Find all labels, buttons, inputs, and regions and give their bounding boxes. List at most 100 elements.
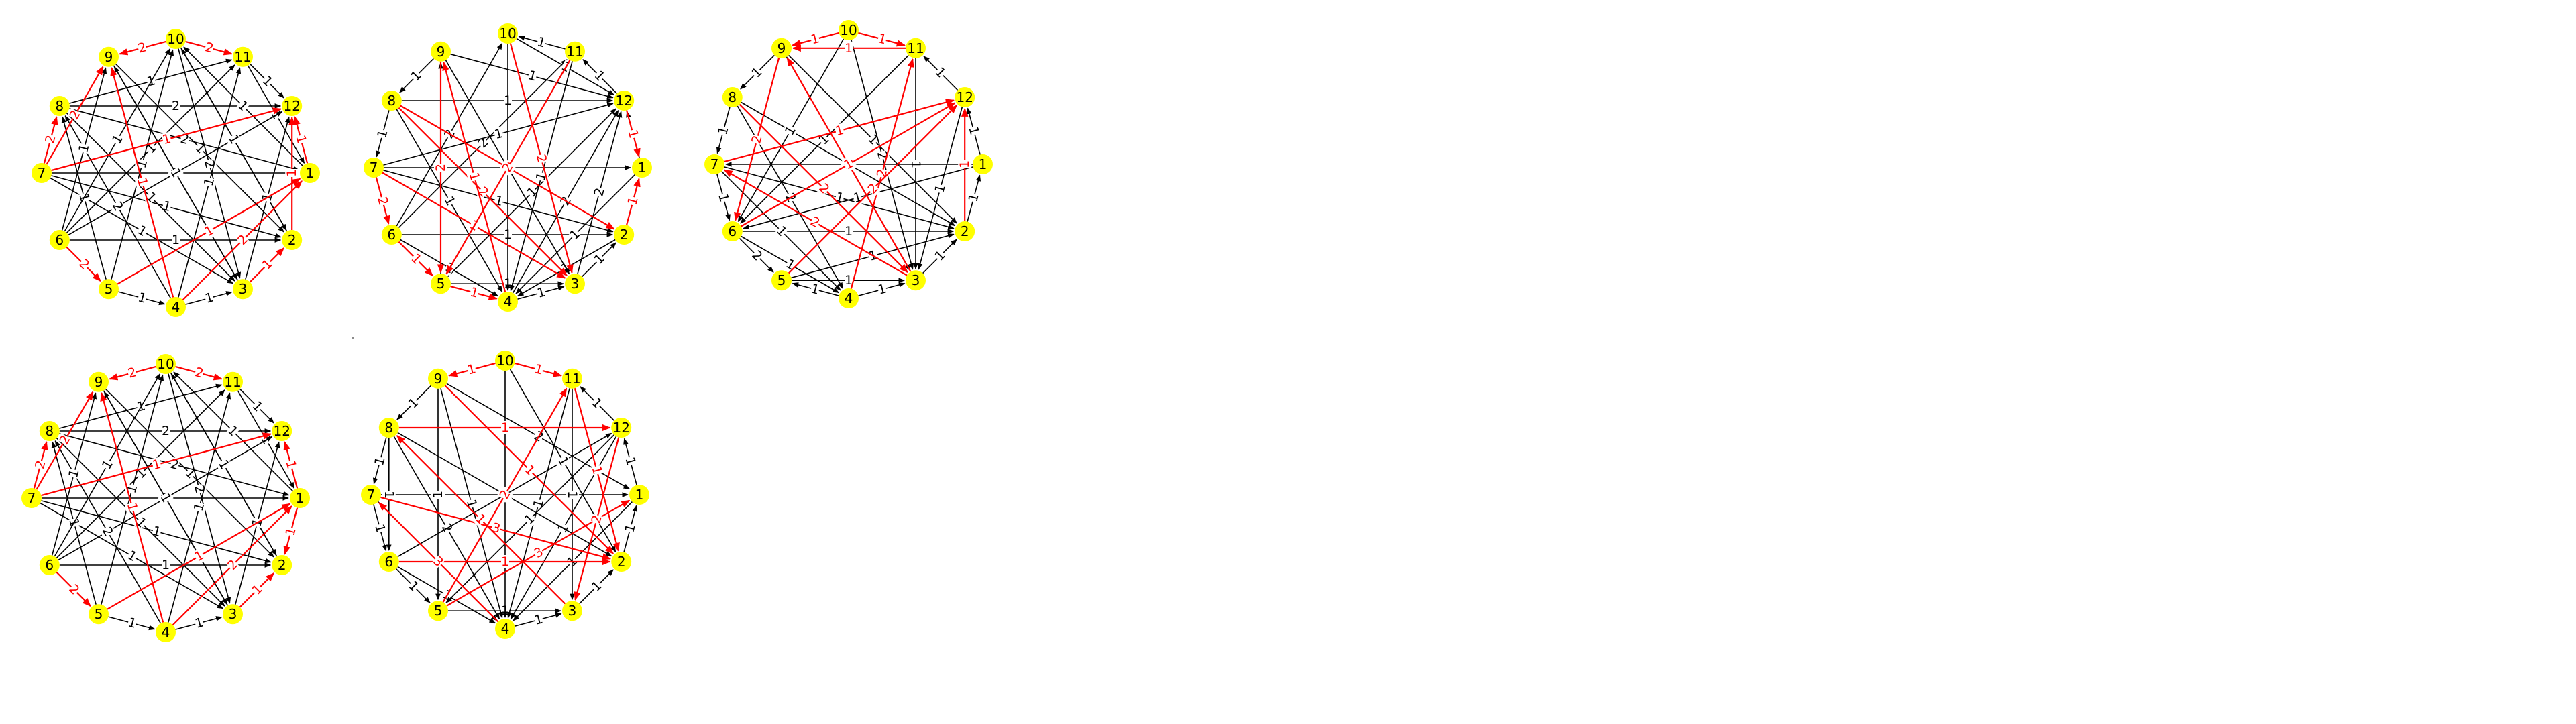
edge-label-bg: [589, 514, 604, 525]
node-1: [629, 485, 649, 505]
node-label-3: 3: [571, 276, 580, 292]
edge-label-bg: [293, 133, 309, 145]
edge-label-bg: [126, 615, 138, 631]
edge-weight-label: 2: [533, 153, 549, 164]
edge-weight-label: 1: [876, 281, 888, 297]
node-5: [771, 270, 792, 291]
edge-label-bg: [225, 557, 241, 573]
edge-weight-label: 1: [134, 176, 150, 188]
edge-weight-label: 2: [109, 199, 126, 213]
edge-weight-label: 1: [193, 615, 205, 631]
graphs-layer: 1111111211121111121211111111212111222211…: [21, 20, 993, 642]
edge-label-bg: [845, 274, 853, 288]
node-1: [973, 154, 993, 174]
edge-label-bg: [749, 65, 765, 80]
edge-label-bg: [135, 223, 150, 239]
edge-weight-label: 1: [965, 125, 981, 136]
edge-label-bg: [493, 126, 504, 142]
node-label-5: 5: [434, 603, 443, 619]
node-label-9: 9: [777, 40, 786, 56]
edge-label-bg: [124, 501, 140, 513]
graph-2: 1111111121111112211112111221112222111121…: [364, 23, 652, 312]
edge-weight-label: 1: [531, 498, 547, 509]
edge-label-bg: [151, 457, 162, 473]
edge-label-bg: [66, 468, 82, 479]
edge-label-bg: [533, 612, 545, 627]
edge-label-bg: [555, 454, 572, 469]
edge-label-bg: [215, 457, 232, 472]
node-8: [378, 418, 399, 438]
graph-3: 1111112111211111121112111111221212211111…: [704, 20, 993, 308]
edge-weight-label: 1: [625, 128, 641, 139]
node-label-2: 2: [620, 227, 629, 243]
node-1: [290, 488, 310, 508]
edge-weight-label: 1: [172, 233, 180, 247]
edge-weight-label: 1: [382, 491, 396, 499]
edge-weight-label: 1: [845, 41, 853, 56]
node-label-7: 7: [370, 160, 378, 176]
edge-label-bg: [193, 615, 205, 631]
edge-weight-label: 1: [493, 126, 504, 142]
edge-weight-label: 1: [501, 554, 509, 569]
edge-label-bg: [535, 35, 547, 50]
edge-label-bg: [784, 257, 798, 273]
node-label-11: 11: [566, 44, 583, 60]
node-label-2: 2: [278, 557, 286, 573]
node-6: [378, 552, 399, 572]
node-label-1: 1: [296, 490, 305, 506]
node-8: [381, 90, 402, 111]
node-7: [32, 163, 52, 183]
graph-4: 1111111211121111121211111111212111122221…: [21, 354, 310, 642]
edge-label-bg: [193, 365, 205, 381]
edge-weight-label: 1: [565, 491, 580, 499]
edge-label-bg: [99, 457, 116, 472]
node-label-11: 11: [224, 374, 241, 390]
edge-weight-label: 1: [66, 468, 82, 479]
edge-weight-label: 1: [136, 290, 148, 306]
edge-label-bg: [845, 41, 853, 55]
edge-label-bg: [372, 522, 388, 534]
edge-weight-label: 1: [124, 501, 140, 513]
edge-label-bg: [845, 225, 853, 238]
edge-weight-label: 1: [622, 522, 638, 534]
edge-label-bg: [589, 579, 604, 594]
edge-label-bg: [592, 186, 607, 198]
edge-label-bg: [76, 143, 92, 154]
node-label-7: 7: [367, 487, 376, 503]
edge-weight-label: 2: [588, 514, 604, 525]
node-9: [89, 371, 109, 392]
node-6: [722, 221, 743, 241]
node-4: [166, 297, 186, 317]
edge-label-bg: [235, 232, 251, 248]
edge-weight-label: 1: [715, 125, 731, 136]
edge-label-bg: [473, 511, 488, 527]
edge-label-bg: [250, 582, 265, 597]
edge-label-bg: [158, 491, 174, 505]
edge-weight-label: 2: [749, 134, 765, 145]
node-label-1: 1: [979, 156, 987, 172]
node-label-8: 8: [387, 93, 396, 109]
node-label-1: 1: [638, 160, 647, 176]
node-2: [272, 555, 292, 575]
edge-label-bg: [625, 195, 641, 207]
edge-label-bg: [431, 491, 445, 499]
edge-weight-label: 1: [135, 223, 149, 239]
edge-weight-label: 1: [588, 465, 604, 476]
node-12: [611, 418, 632, 438]
node-label-12: 12: [283, 98, 300, 114]
edge-weight-label: 1: [555, 454, 572, 468]
edge-weight-label: 1: [535, 284, 547, 300]
node-label-4: 4: [172, 299, 180, 315]
node-6: [381, 225, 402, 245]
edge-label-bg: [172, 233, 180, 247]
edge-weight-label: 1: [876, 31, 888, 47]
edge-weight-label: 2: [591, 186, 607, 198]
node-label-11: 11: [907, 40, 924, 56]
node-label-3: 3: [912, 272, 920, 288]
node-label-6: 6: [45, 557, 54, 573]
edge-weight-label: 1: [126, 615, 138, 631]
node-label-7: 7: [710, 156, 719, 172]
node-8: [722, 87, 743, 107]
node-3: [562, 601, 582, 621]
